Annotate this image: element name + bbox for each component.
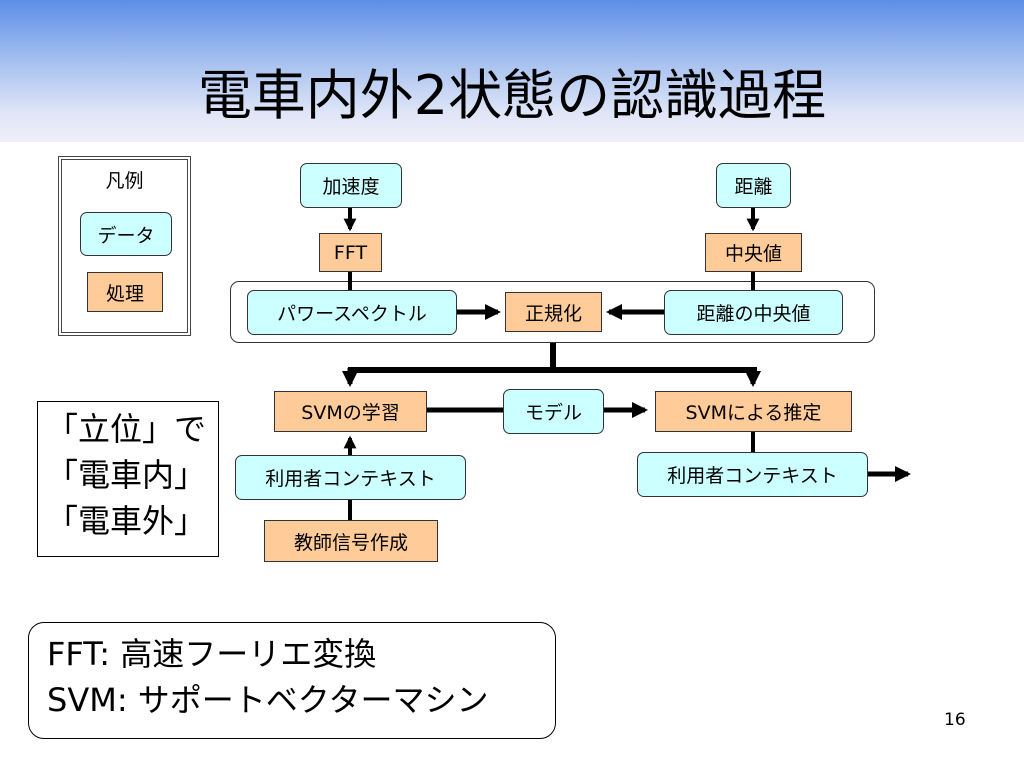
acceleration-box: 加速度 — [300, 163, 402, 208]
model-box: モデル — [503, 389, 604, 434]
user-context-output-box: 利用者コンテキスト — [637, 452, 868, 497]
median-box: 中央値 — [705, 233, 802, 272]
glossary-svm: SVM: サポートベクターマシン — [47, 681, 489, 719]
user-context-input-box: 利用者コンテキスト — [235, 455, 466, 500]
normalize-box: 正規化 — [505, 292, 602, 332]
legend-title: 凡例 — [105, 170, 144, 192]
slide-title: 電車内外2状態の認識過程 — [197, 64, 827, 127]
page-number: 16 — [944, 710, 966, 730]
legend-process-box: 処理 — [87, 272, 163, 312]
teacher-signal-box: 教師信号作成 — [264, 520, 438, 562]
states-note: 「立位」で 「電車内」 「電車外」 — [37, 401, 219, 557]
distance-box: 距離 — [716, 163, 791, 208]
states-line-in-train: 「電車内」 — [46, 456, 207, 494]
distance-median-box: 距離の中央値 — [664, 290, 843, 335]
legend-data-box: データ — [80, 212, 172, 256]
states-line-out-train: 「電車外」 — [46, 502, 207, 540]
power-spectrum-box: パワースペクトル — [247, 290, 457, 335]
glossary-fft: FFT: 高速フーリエ変換 — [47, 635, 377, 673]
svm-learning-box: SVMの学習 — [274, 391, 427, 432]
fft-box: FFT — [319, 233, 382, 272]
svm-estimation-box: SVMによる推定 — [655, 391, 852, 432]
glossary-box: FFT: 高速フーリエ変換 SVM: サポートベクターマシン — [28, 622, 556, 739]
states-line-standing: 「立位」で — [46, 410, 207, 448]
legend: 凡例 データ 処理 — [58, 156, 191, 336]
title-banner — [0, 0, 1024, 142]
